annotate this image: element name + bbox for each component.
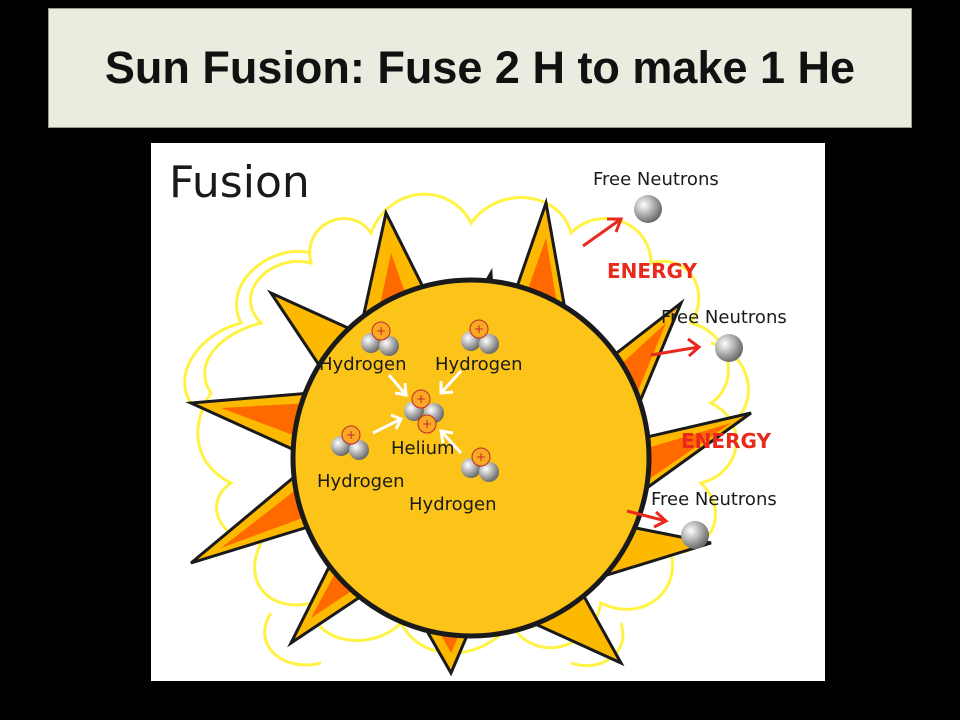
neutron-1	[634, 195, 662, 223]
svg-text:+: +	[416, 392, 426, 406]
hydrogen-atom-top-right: +	[461, 319, 499, 354]
fusion-arrows	[372, 369, 463, 455]
label-free-neutrons-2: Free Neutrons	[661, 307, 787, 328]
svg-text:+: +	[422, 417, 432, 431]
label-energy-1: ENERGY	[607, 259, 697, 283]
hydrogen-atom-bottom-left: +	[331, 425, 369, 460]
label-helium: Helium	[391, 438, 455, 459]
svg-text:+: +	[476, 450, 486, 464]
label-hydrogen-top-right: Hydrogen	[435, 354, 523, 375]
diagram-heading: Fusion	[169, 157, 310, 208]
red-arrow-1	[582, 217, 624, 248]
label-energy-2: ENERGY	[681, 429, 771, 453]
svg-text:+: +	[474, 322, 484, 336]
label-hydrogen-bottom-right: Hydrogen	[409, 494, 497, 515]
svg-text:+: +	[376, 324, 386, 338]
fusion-diagram-svg: Fusion	[169, 157, 787, 677]
helium-nucleus: + +	[404, 389, 444, 434]
neutron-2	[715, 334, 743, 362]
label-hydrogen-top-left: Hydrogen	[319, 354, 407, 375]
neutron-3	[681, 521, 709, 549]
label-free-neutrons-3: Free Neutrons	[651, 489, 777, 510]
red-arrow-3	[626, 509, 669, 529]
hydrogen-atom-bottom-right: +	[461, 447, 499, 482]
slide-title: Sun Fusion: Fuse 2 H to make 1 He	[104, 42, 856, 93]
svg-text:+: +	[346, 428, 356, 442]
label-free-neutrons-1: Free Neutrons	[593, 169, 719, 190]
fusion-diagram: Fusion	[151, 143, 825, 681]
title-banner: Sun Fusion: Fuse 2 H to make 1 He	[48, 8, 912, 128]
red-arrow-2	[650, 337, 702, 358]
label-hydrogen-bottom-left: Hydrogen	[317, 471, 405, 492]
hydrogen-atom-top-left: +	[361, 321, 399, 356]
